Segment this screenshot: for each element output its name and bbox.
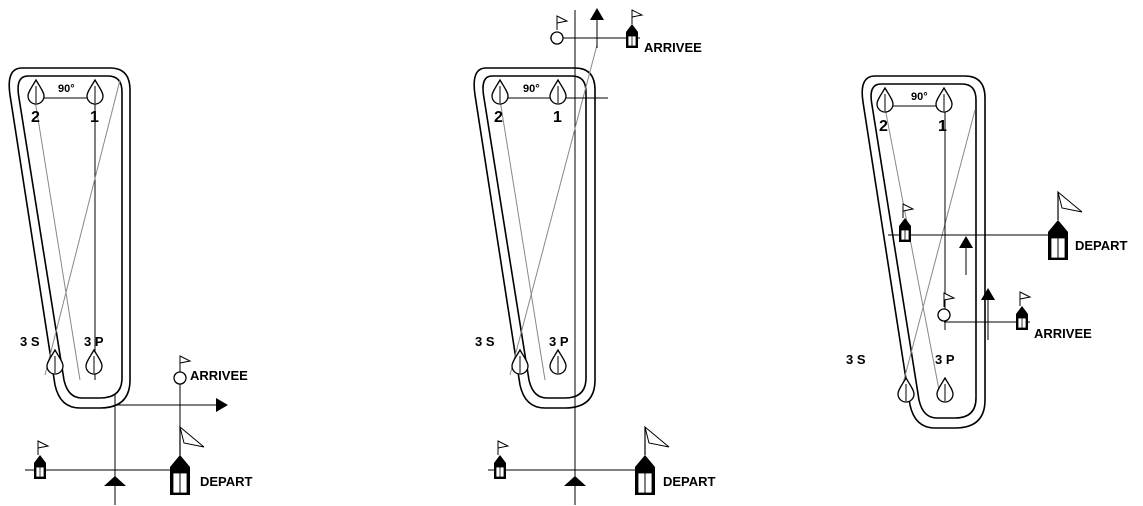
finish-buoy-icon <box>937 308 951 322</box>
mark-2-label: 2 <box>31 109 40 126</box>
finish-label: ARRIVEE <box>190 368 248 383</box>
arrow-icon <box>216 398 228 412</box>
flag-icon <box>37 440 49 456</box>
flag-icon <box>644 426 670 456</box>
start-label: DEPART <box>200 474 253 489</box>
committee-boat-icon <box>634 454 656 496</box>
flag-icon <box>556 15 568 31</box>
committee-boat-icon <box>898 217 912 243</box>
diagonal-line <box>34 99 81 381</box>
start-label: DEPART <box>1075 238 1128 253</box>
diagram-2: 90° 2 1 3 S 3 P ARRIVEE DEPART <box>473 8 716 505</box>
diagram-1: 90° 2 1 3 S 3 P ARRIVEE DEPART <box>8 67 253 505</box>
buoy-mark-3s <box>897 377 915 403</box>
mark-2-label: 2 <box>494 109 503 126</box>
flag-icon <box>1057 191 1083 221</box>
buoy-mark-1 <box>935 87 953 113</box>
flag-icon <box>179 426 205 456</box>
mark-2-label: 2 <box>879 118 888 135</box>
flag-icon <box>631 9 643 25</box>
mark-3p-label: 3 P <box>84 334 104 349</box>
flag-icon <box>497 440 509 456</box>
course-outline-inner <box>17 75 123 399</box>
mark-1-label: 1 <box>90 109 99 126</box>
diagram-3: 90° 2 1 3 S 3 P DEPART ARRIVEE <box>846 75 1128 429</box>
course-outline-outer <box>8 67 131 409</box>
course-outline-outer <box>473 67 596 409</box>
committee-boat-icon <box>33 454 47 480</box>
mark-3s-label: 3 S <box>846 352 866 367</box>
diagonal-line <box>44 79 121 376</box>
buoy-mark-2 <box>27 79 45 105</box>
mark-3s-label: 3 S <box>475 334 495 349</box>
committee-boat-icon <box>1047 219 1069 261</box>
buoy-mark-3p <box>549 349 567 375</box>
mark-3p-label: 3 P <box>549 334 569 349</box>
arrow-icon <box>590 8 604 20</box>
committee-boat-icon <box>493 454 507 480</box>
finish-label: ARRIVEE <box>1034 326 1092 341</box>
arrow-icon <box>104 476 126 486</box>
buoy-mark-3p <box>936 377 954 403</box>
angle-label: 90° <box>523 83 540 95</box>
buoy-mark-1 <box>86 79 104 105</box>
arrow-icon <box>959 236 973 248</box>
flag-icon <box>902 203 914 219</box>
finish-buoy-icon <box>173 371 187 385</box>
arrow-icon <box>564 476 586 486</box>
committee-boat-icon <box>625 23 639 49</box>
angle-label: 90° <box>58 83 75 95</box>
mark-3s-label: 3 S <box>20 334 40 349</box>
buoy-mark-3p <box>85 349 103 375</box>
committee-boat-icon <box>169 454 191 496</box>
course-outline-inner <box>482 75 587 399</box>
buoy-mark-1 <box>549 79 567 105</box>
diagonal-line <box>509 44 598 376</box>
course-outline-outer <box>861 75 986 429</box>
start-label: DEPART <box>663 474 716 489</box>
committee-boat-icon <box>1015 305 1029 331</box>
finish-buoy-icon <box>550 31 564 45</box>
buoy-mark-2 <box>491 79 509 105</box>
mark-1-label: 1 <box>938 118 947 135</box>
flag-icon <box>179 355 191 371</box>
angle-label: 90° <box>911 91 928 103</box>
buoy-mark-2 <box>876 87 894 113</box>
diagonal-line <box>499 99 546 381</box>
arrow-icon <box>981 288 995 300</box>
diagonal-line <box>884 107 941 396</box>
course-outline-inner <box>870 83 977 419</box>
flag-icon <box>1019 291 1031 307</box>
mark-1-label: 1 <box>553 109 562 126</box>
finish-label: ARRIVEE <box>644 40 702 55</box>
mark-3p-label: 3 P <box>935 352 955 367</box>
diagonal-line <box>899 109 976 396</box>
